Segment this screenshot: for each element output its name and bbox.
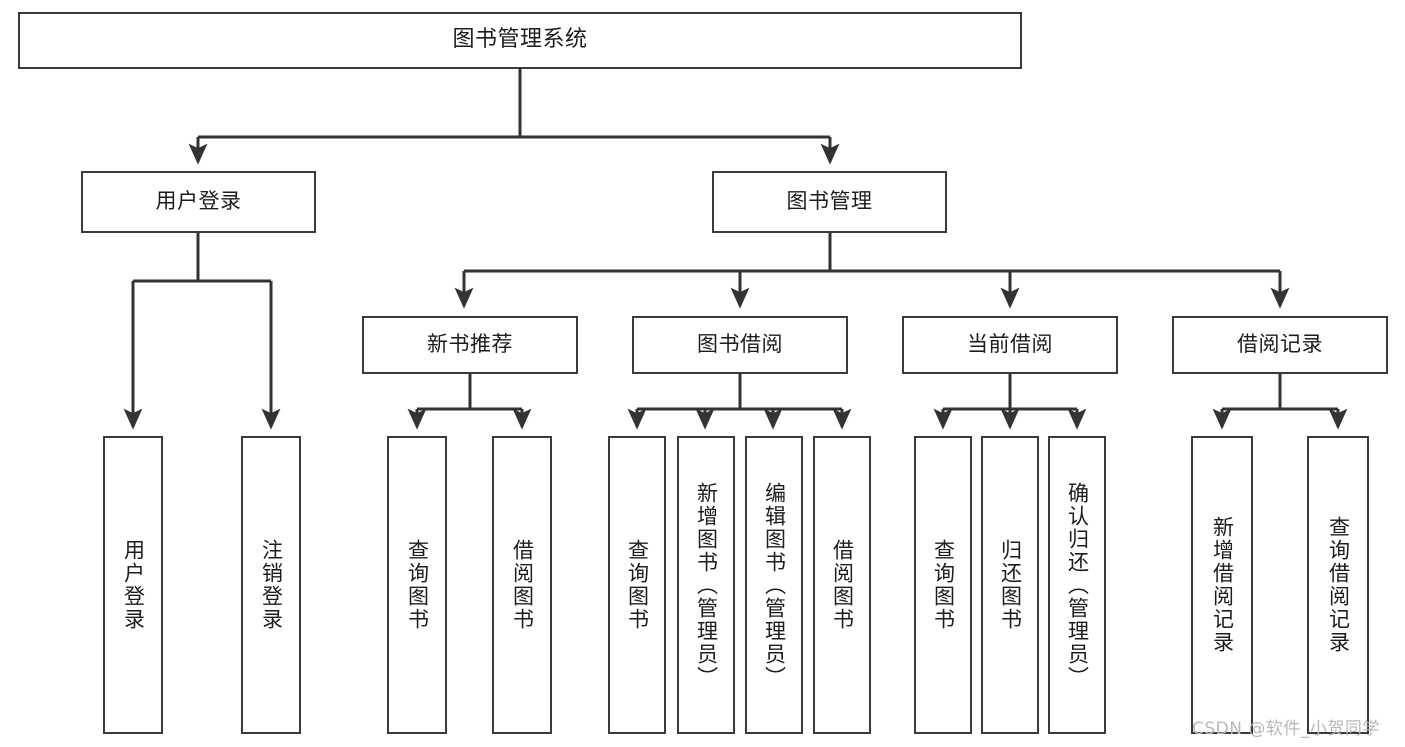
- node-current-borrow-label: 当前借阅: [967, 332, 1053, 357]
- node-leaf-edit-book[interactable]: 编辑图书（管理员）: [745, 436, 803, 734]
- node-new-book-recommend-label: 新书推荐: [427, 332, 513, 357]
- node-leaf-query-book-2-label: 查询图书: [625, 539, 650, 631]
- node-leaf-query-record[interactable]: 查询借阅记录: [1307, 436, 1369, 734]
- node-leaf-edit-book-label: 编辑图书（管理员）: [762, 481, 787, 689]
- node-leaf-query-book-3[interactable]: 查询图书: [914, 436, 972, 734]
- node-leaf-user-login[interactable]: 用户登录: [103, 436, 163, 734]
- node-leaf-query-record-label: 查询借阅记录: [1326, 516, 1351, 654]
- node-leaf-logout[interactable]: 注销登录: [241, 436, 301, 734]
- node-leaf-return-book[interactable]: 归还图书: [981, 436, 1039, 734]
- node-leaf-confirm-return-label: 确认归还（管理员）: [1065, 481, 1090, 689]
- node-leaf-query-book-1[interactable]: 查询图书: [387, 436, 447, 734]
- node-user-login-label: 用户登录: [155, 189, 242, 214]
- node-book-management[interactable]: 图书管理: [712, 171, 947, 233]
- node-leaf-logout-label: 注销登录: [259, 539, 284, 631]
- node-leaf-confirm-return[interactable]: 确认归还（管理员）: [1048, 436, 1106, 734]
- node-leaf-add-record-label: 新增借阅记录: [1210, 516, 1235, 654]
- node-borrow-record-label: 借阅记录: [1237, 332, 1323, 357]
- node-root[interactable]: 图书管理系统: [18, 12, 1022, 69]
- node-book-management-label: 图书管理: [786, 189, 873, 214]
- node-leaf-add-record[interactable]: 新增借阅记录: [1191, 436, 1253, 734]
- node-leaf-add-book-label: 新增图书（管理员）: [694, 481, 719, 689]
- node-leaf-borrow-book-2-label: 借阅图书: [830, 539, 855, 631]
- node-root-label: 图书管理系统: [452, 27, 588, 53]
- node-leaf-query-book-3-label: 查询图书: [931, 539, 956, 631]
- node-borrow-record[interactable]: 借阅记录: [1172, 316, 1388, 374]
- node-leaf-user-login-label: 用户登录: [121, 539, 146, 631]
- node-leaf-add-book[interactable]: 新增图书（管理员）: [677, 436, 735, 734]
- node-book-borrow[interactable]: 图书借阅: [632, 316, 848, 374]
- node-leaf-borrow-book-2[interactable]: 借阅图书: [813, 436, 871, 734]
- node-leaf-query-book-2[interactable]: 查询图书: [608, 436, 666, 734]
- node-leaf-borrow-book-1-label: 借阅图书: [510, 539, 535, 631]
- node-user-login[interactable]: 用户登录: [81, 171, 316, 233]
- node-book-borrow-label: 图书借阅: [697, 332, 783, 357]
- node-current-borrow[interactable]: 当前借阅: [902, 316, 1118, 374]
- node-leaf-return-book-label: 归还图书: [998, 539, 1023, 631]
- node-leaf-borrow-book-1[interactable]: 借阅图书: [492, 436, 552, 734]
- node-leaf-query-book-1-label: 查询图书: [405, 539, 430, 631]
- watermark-text: CSDN @软件_小贺同学: [1192, 719, 1380, 739]
- node-new-book-recommend[interactable]: 新书推荐: [362, 316, 578, 374]
